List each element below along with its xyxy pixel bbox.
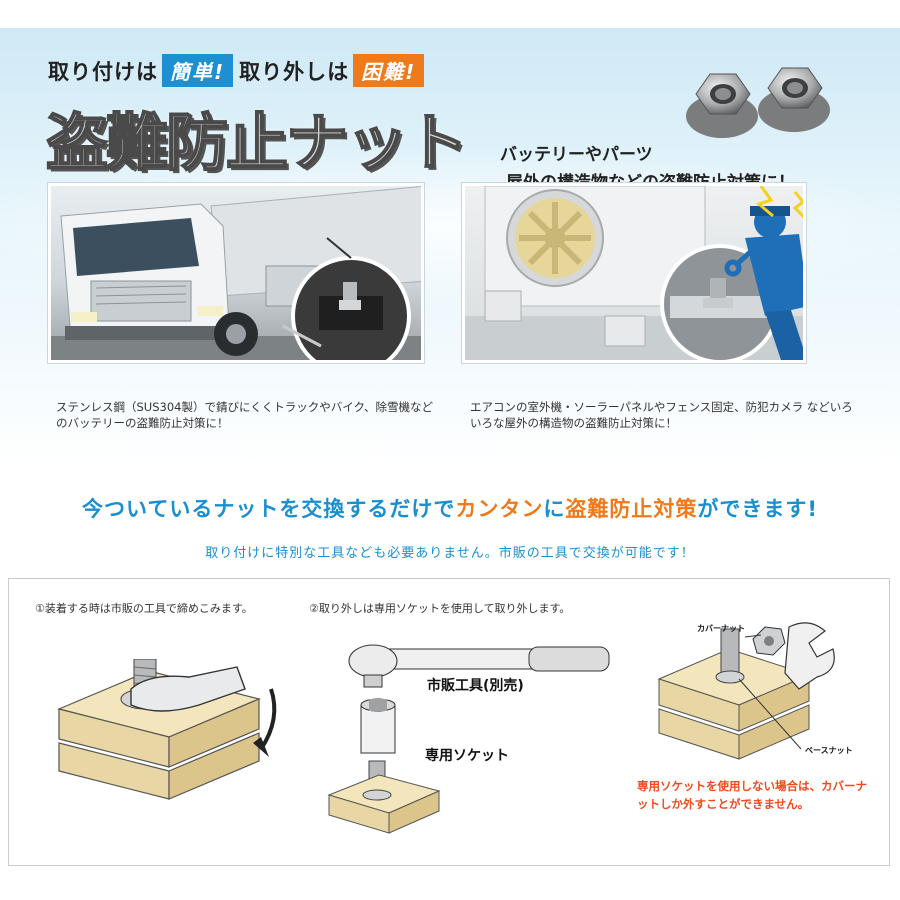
- step-1-illustration: [57, 659, 277, 800]
- cover-nut-label: カバーナット: [697, 624, 745, 633]
- headline-text-1: 今ついているナットを交換するだけで: [82, 497, 456, 521]
- headline-text-2: に: [543, 497, 566, 521]
- air-conditioner-photo: [462, 183, 806, 363]
- wrench-icon: [130, 666, 246, 712]
- wrench-icon: [724, 240, 763, 277]
- step-1-text: ①装着する時は市販の工具で締めこみます。: [35, 602, 253, 615]
- sub-headline: 取り付けに特別な工具なども必要ありません。市販の工具で交換が可能です！: [205, 546, 695, 561]
- flange-nuts-image: [686, 67, 830, 138]
- ratchet-tool-icon: [348, 644, 610, 688]
- tagline: 取り付けは 簡単! 取り外しは 困難!: [48, 54, 430, 87]
- easy-badge: 簡単!: [162, 54, 234, 87]
- truck-photo: [48, 183, 424, 363]
- warning-note: 専用ソケットを使用しない場合は、カバーナットしか外すことができません。: [637, 779, 867, 811]
- tagline-remove-text: 取り外しは: [239, 59, 350, 84]
- nut-icon: [758, 67, 830, 132]
- thief-figure-icon: [745, 206, 803, 360]
- step-2-illustration: [327, 644, 610, 834]
- special-socket-icon: [360, 698, 396, 754]
- difficult-badge: 困難!: [353, 54, 425, 87]
- product-title: 盗難防止ナット: [45, 105, 469, 180]
- subtitle-line-1: バッテリーやパーツ: [500, 145, 653, 165]
- truck-caption: ステンレス鋼（SUS304製）で錆びにくくトラックやバイク、除雪機などのバッテリ…: [56, 400, 433, 430]
- special-socket-label: 専用ソケット: [425, 748, 509, 764]
- base-nut-label: ベースナット: [805, 746, 853, 755]
- hero-banner: 取り付けは 簡単! 取り外しは 困難! 盗難防止ナット バッテリーやパーツ 屋外…: [0, 28, 900, 468]
- wrench-icon: [784, 622, 835, 690]
- rotate-arrow-icon: [259, 688, 277, 751]
- commercial-tool-label: 市販工具(別売): [427, 678, 524, 694]
- step-2-text: ②取り外しは専用ソケットを使用して取り外します。: [309, 602, 571, 615]
- main-headline: 今ついているナットを交換するだけでカンタンに盗難防止対策ができます!: [0, 493, 900, 523]
- truck-illustration: [51, 186, 421, 360]
- ac-unit-illustration: [465, 186, 803, 360]
- ac-caption: エアコンの室外機・ソーラーパネルやフェンス固定、防犯カメラ などいろいろな屋外の…: [470, 400, 853, 430]
- headline-text-3: ができます!: [697, 497, 818, 521]
- installation-guide: ①装着する時は市販の工具で締めこみます。 ②取り外しは専用ソケットを使用して取り…: [8, 578, 890, 866]
- step-3-illustration: [657, 622, 835, 760]
- nut-icon: [686, 73, 758, 138]
- tagline-install-text: 取り付けは: [48, 59, 158, 84]
- headline-easy: カンタン: [455, 497, 544, 521]
- cover-nut-icon: [752, 626, 786, 656]
- headline-theft-prevention: 盗難防止対策: [565, 497, 698, 521]
